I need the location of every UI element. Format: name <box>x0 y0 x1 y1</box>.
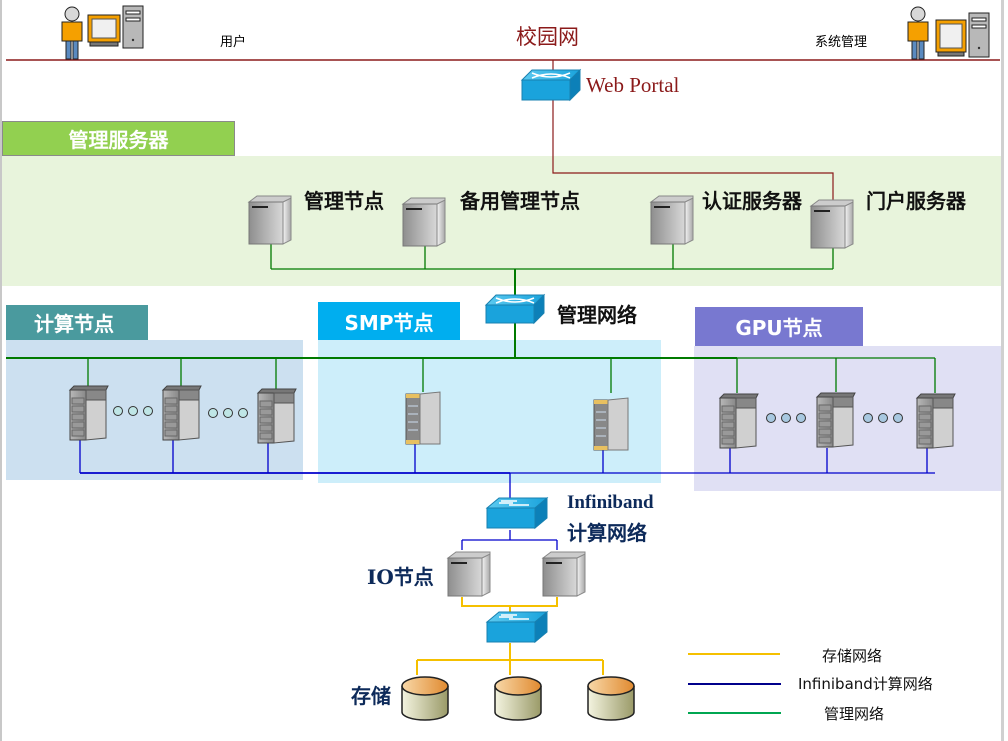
storage-disk-icon <box>587 676 635 721</box>
mgmt-network-switch-icon <box>484 293 546 325</box>
mgmt-servers-title: 管理服务器 <box>68 128 169 152</box>
compute-node-server-icon <box>256 388 297 444</box>
mgmt-node-server-icon <box>247 195 292 245</box>
compute-ellipsis-icon <box>208 408 248 418</box>
storage-disk-icon <box>494 676 542 721</box>
compute-nodes-panel <box>6 340 303 480</box>
auth-server-label: 认证服务器 <box>702 189 802 213</box>
smp-nodes-title: SMP节点 <box>344 310 434 335</box>
auth-server-icon <box>649 195 694 245</box>
campus-network-label: 校园网 <box>516 25 579 49</box>
compute-node-server-icon <box>68 385 109 441</box>
storage-disk-icon <box>401 676 449 721</box>
portal-to-portal-server-line <box>552 100 834 200</box>
gpu-node-server-icon <box>815 392 856 448</box>
mgmt-node-label: 管理节点 <box>304 189 384 213</box>
compute-node-server-icon <box>161 385 202 441</box>
left-border <box>0 0 2 741</box>
backup-mgmt-node-label: 备用管理节点 <box>460 189 580 213</box>
gpu-ellipsis-icon <box>863 413 903 423</box>
compute-nodes-title: 计算节点 <box>34 312 114 336</box>
infiniband-label-line1: Infiniband <box>567 492 654 513</box>
smp-nodes-tab: SMP节点 <box>318 302 460 340</box>
smp-node-server-icon <box>593 397 629 451</box>
legend-label-infiniband: Infiniband计算网络 <box>798 675 933 693</box>
legend-label-mgmt: 管理网络 <box>824 705 885 723</box>
infiniband-label-line2: 计算网络 <box>567 521 647 545</box>
compute-nodes-tab: 计算节点 <box>6 305 148 340</box>
gpu-nodes-tab: GPU节点 <box>695 307 863 346</box>
gpu-node-server-icon <box>718 393 759 449</box>
admin-label: 系统管理 <box>815 35 868 50</box>
right-border <box>1001 0 1004 741</box>
user-label: 用户 <box>220 35 247 50</box>
web-portal-switch-icon <box>520 68 582 102</box>
web-portal-label: Web Portal <box>586 73 680 97</box>
storage-label: 存储 <box>351 684 391 708</box>
portal-server-label: 门户服务器 <box>866 189 966 213</box>
user-workstation-icon <box>61 5 144 60</box>
io-nodes-label: IO节点 <box>367 565 434 589</box>
mgmt-network-label: 管理网络 <box>557 303 637 327</box>
admin-workstation-icon <box>907 6 990 60</box>
gpu-nodes-title: GPU节点 <box>735 316 823 340</box>
legend-label-storage: 存储网络 <box>822 647 883 665</box>
gpu-ellipsis-icon <box>766 413 806 423</box>
mgmt-servers-tab: 管理服务器 <box>2 121 235 156</box>
smp-node-server-icon <box>405 391 441 445</box>
storage-switch-icon <box>485 610 549 644</box>
io-node-server-icon <box>541 551 586 597</box>
compute-ellipsis-icon <box>113 406 153 416</box>
portal-server-icon <box>809 199 854 249</box>
infiniband-lines <box>79 440 935 550</box>
storage-lines <box>416 597 604 675</box>
gpu-node-server-icon <box>915 393 956 449</box>
mgmt-server-lines <box>6 243 936 393</box>
infiniband-switch-icon <box>485 496 549 530</box>
io-node-server-icon <box>446 551 491 597</box>
backup-mgmt-node-server-icon <box>401 197 446 247</box>
